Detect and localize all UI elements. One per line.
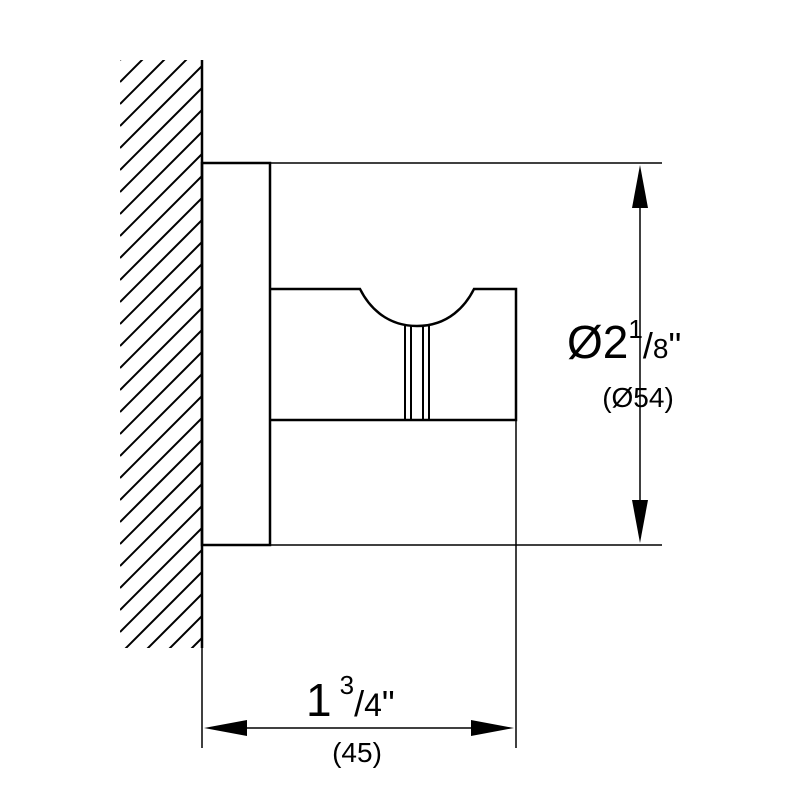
depth-extension-lines bbox=[201, 420, 517, 748]
diameter-metric-label: (Ø54) bbox=[602, 382, 674, 413]
hatch-line bbox=[120, 60, 188, 127]
hook-body bbox=[270, 287, 518, 422]
hatch-line bbox=[120, 109, 202, 193]
hatch-line bbox=[120, 175, 202, 259]
hatch-line bbox=[120, 351, 202, 435]
diameter-extension-lines bbox=[270, 162, 662, 546]
hatch-line bbox=[120, 60, 122, 61]
hatch-line bbox=[120, 60, 144, 83]
depth-arrow-left bbox=[204, 720, 247, 736]
hatch-line bbox=[120, 197, 202, 281]
rosette-base bbox=[200, 161, 272, 547]
hatch-line bbox=[120, 153, 202, 237]
hatch-line bbox=[124, 571, 202, 648]
diameter-fraction-slash: / bbox=[643, 325, 653, 366]
hatch-line bbox=[120, 527, 202, 611]
hatch-line bbox=[146, 593, 202, 648]
hatch-line bbox=[190, 637, 202, 648]
hatch-line bbox=[120, 241, 202, 325]
hatch-line bbox=[120, 131, 202, 215]
hatch-line bbox=[120, 373, 202, 457]
hatch-line bbox=[120, 285, 202, 369]
hatch-line bbox=[168, 615, 202, 648]
hatch-line bbox=[120, 549, 202, 633]
hatch-line bbox=[120, 461, 202, 545]
diameter-unit: " bbox=[668, 325, 681, 366]
depth-unit: " bbox=[382, 683, 395, 724]
diameter-fraction-numerator: 1 bbox=[628, 314, 642, 344]
hatch-line bbox=[120, 87, 202, 171]
depth-whole: 1 bbox=[306, 674, 332, 726]
diameter-label: Ø21/8" bbox=[567, 314, 681, 368]
hatch-line bbox=[120, 60, 166, 105]
hatch-line bbox=[120, 65, 202, 149]
diameter-arrow-top bbox=[632, 165, 648, 208]
depth-fraction-slash: / bbox=[354, 683, 364, 724]
hook-center-groove bbox=[404, 326, 430, 420]
hatch-line bbox=[120, 395, 202, 479]
depth-arrow-right bbox=[471, 720, 514, 736]
wall-hatching bbox=[120, 60, 202, 648]
diameter-fraction-denominator: 8 bbox=[653, 333, 669, 364]
diameter-arrow-bottom bbox=[632, 500, 648, 543]
depth-fraction-denominator: 4 bbox=[364, 687, 382, 723]
hatch-line bbox=[120, 417, 202, 501]
hatch-line bbox=[120, 263, 202, 347]
depth-metric-label: (45) bbox=[332, 737, 382, 768]
diameter-whole: Ø2 bbox=[567, 316, 628, 368]
hatch-line bbox=[120, 505, 202, 589]
depth-fraction-numerator: 3 bbox=[340, 670, 354, 700]
hatch-line bbox=[120, 483, 202, 567]
hatch-line bbox=[120, 307, 202, 391]
hatch-line bbox=[120, 219, 202, 303]
hatch-line bbox=[120, 439, 202, 523]
hatch-line bbox=[120, 329, 202, 413]
